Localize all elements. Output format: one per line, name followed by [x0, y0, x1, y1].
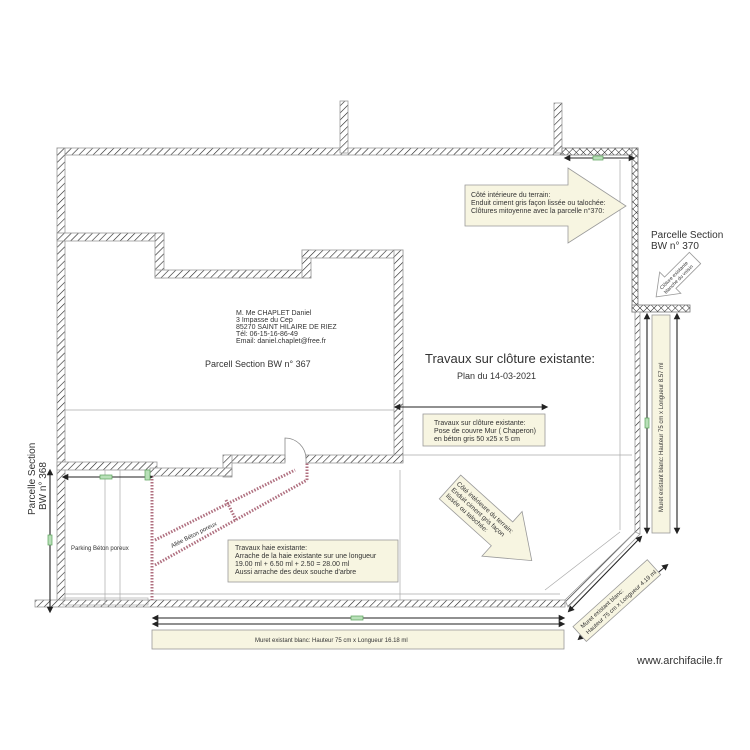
note-neighbor: Clôture existante blanche du voisin: [655, 251, 702, 298]
house-walls: [56, 232, 404, 478]
watermark: www.archifacile.fr: [636, 655, 723, 667]
allee-label: Allée Béton poreux: [170, 521, 218, 549]
svg-text:Côté intérieure du terrain:: Côté intérieure du terrain:: [471, 192, 550, 199]
note-hedge: Travaux haie existante: Arrache de la ha…: [227, 539, 399, 583]
owner-info: M. Me CHAPLET Daniel 3 Impasse du Cep 85…: [236, 310, 337, 345]
svg-text:19.00 ml + 6.50 ml + 2.50 = 28: 19.00 ml + 6.50 ml + 2.50 = 28.00 ml: [235, 561, 350, 568]
muret-bottom-label: Muret existant blanc: Hauteur 75 cm x Lo…: [255, 638, 408, 644]
parcel-left-label-2: BW n° 368: [38, 462, 49, 510]
svg-text:Clôtures mitoyenne avec la par: Clôtures mitoyenne avec la parcelle n°37…: [471, 207, 604, 215]
svg-text:Hauteur 75 cm x Longueur 4.19: Hauteur 75 cm x Longueur 4.19 ml: [585, 570, 658, 636]
plan-title: Travaux sur clôture existante:: [425, 351, 595, 366]
muret-right: [651, 314, 671, 534]
svg-text:Enduit ciment gris façon lissé: Enduit ciment gris façon lissée ou taloc…: [471, 200, 606, 207]
note-chaperon: Travaux sur clôture existante: Pose de c…: [422, 413, 546, 447]
parking-label: Parking Béton poreux: [71, 546, 129, 552]
svg-text:Pose de couvre Mur ( Chaperon): Pose de couvre Mur ( Chaperon): [434, 428, 536, 435]
svg-text:Aussi arrache des deux souche: Aussi arrache des deux souche d'arbre: [235, 569, 356, 576]
muret-diag: Muret existant blanc: Hauteur 75 cm x Lo…: [572, 559, 662, 643]
svg-text:Arrache de la haie existante: Arrache de la haie existante sur une lon…: [235, 553, 377, 560]
parcel-main-label: Parcell Section BW n° 367: [205, 359, 311, 369]
door-swing: [284, 437, 307, 462]
plan-subtitle: Plan du 14-03-2021: [457, 371, 536, 381]
muret-bottom: [151, 629, 565, 650]
dimension-lines: [46, 154, 681, 641]
svg-text:85270 SAINT HILAIRE DE RIEZ: 85270 SAINT HILAIRE DE RIEZ: [236, 324, 337, 331]
parcel-left-label-1: Parcelle Section: [27, 443, 38, 515]
svg-text:Travaux sur clôture existante:: Travaux sur clôture existante:: [434, 420, 526, 427]
parcel-right-label-2: BW n° 370: [651, 241, 699, 252]
svg-text:Travaux haie existante:: Travaux haie existante:: [235, 545, 307, 552]
svg-text:Tél: 06-15-16-86-49: Tél: 06-15-16-86-49: [236, 331, 298, 338]
note-interior-diag: Côté intérieure du terrain: Enduit cimen…: [438, 474, 533, 562]
muret-right-label: Muret existant blanc: Hauteur 75 cm x Lo…: [659, 363, 665, 512]
svg-text:en béton gris 50 x25 x 5 cm: en béton gris 50 x25 x 5 cm: [434, 436, 520, 443]
svg-text:Email: daniel.chaplet@free.fr: Email: daniel.chaplet@free.fr: [236, 338, 327, 345]
parcel-right-label-1: Parcelle Section: [651, 230, 723, 241]
svg-text:3 Impasse du Cep: 3 Impasse du Cep: [236, 317, 293, 324]
svg-text:M. Me CHAPLET Daniel: M. Me CHAPLET Daniel: [236, 310, 312, 317]
note-interior-top: Côté intérieure du terrain: Enduit cimen…: [464, 167, 627, 244]
